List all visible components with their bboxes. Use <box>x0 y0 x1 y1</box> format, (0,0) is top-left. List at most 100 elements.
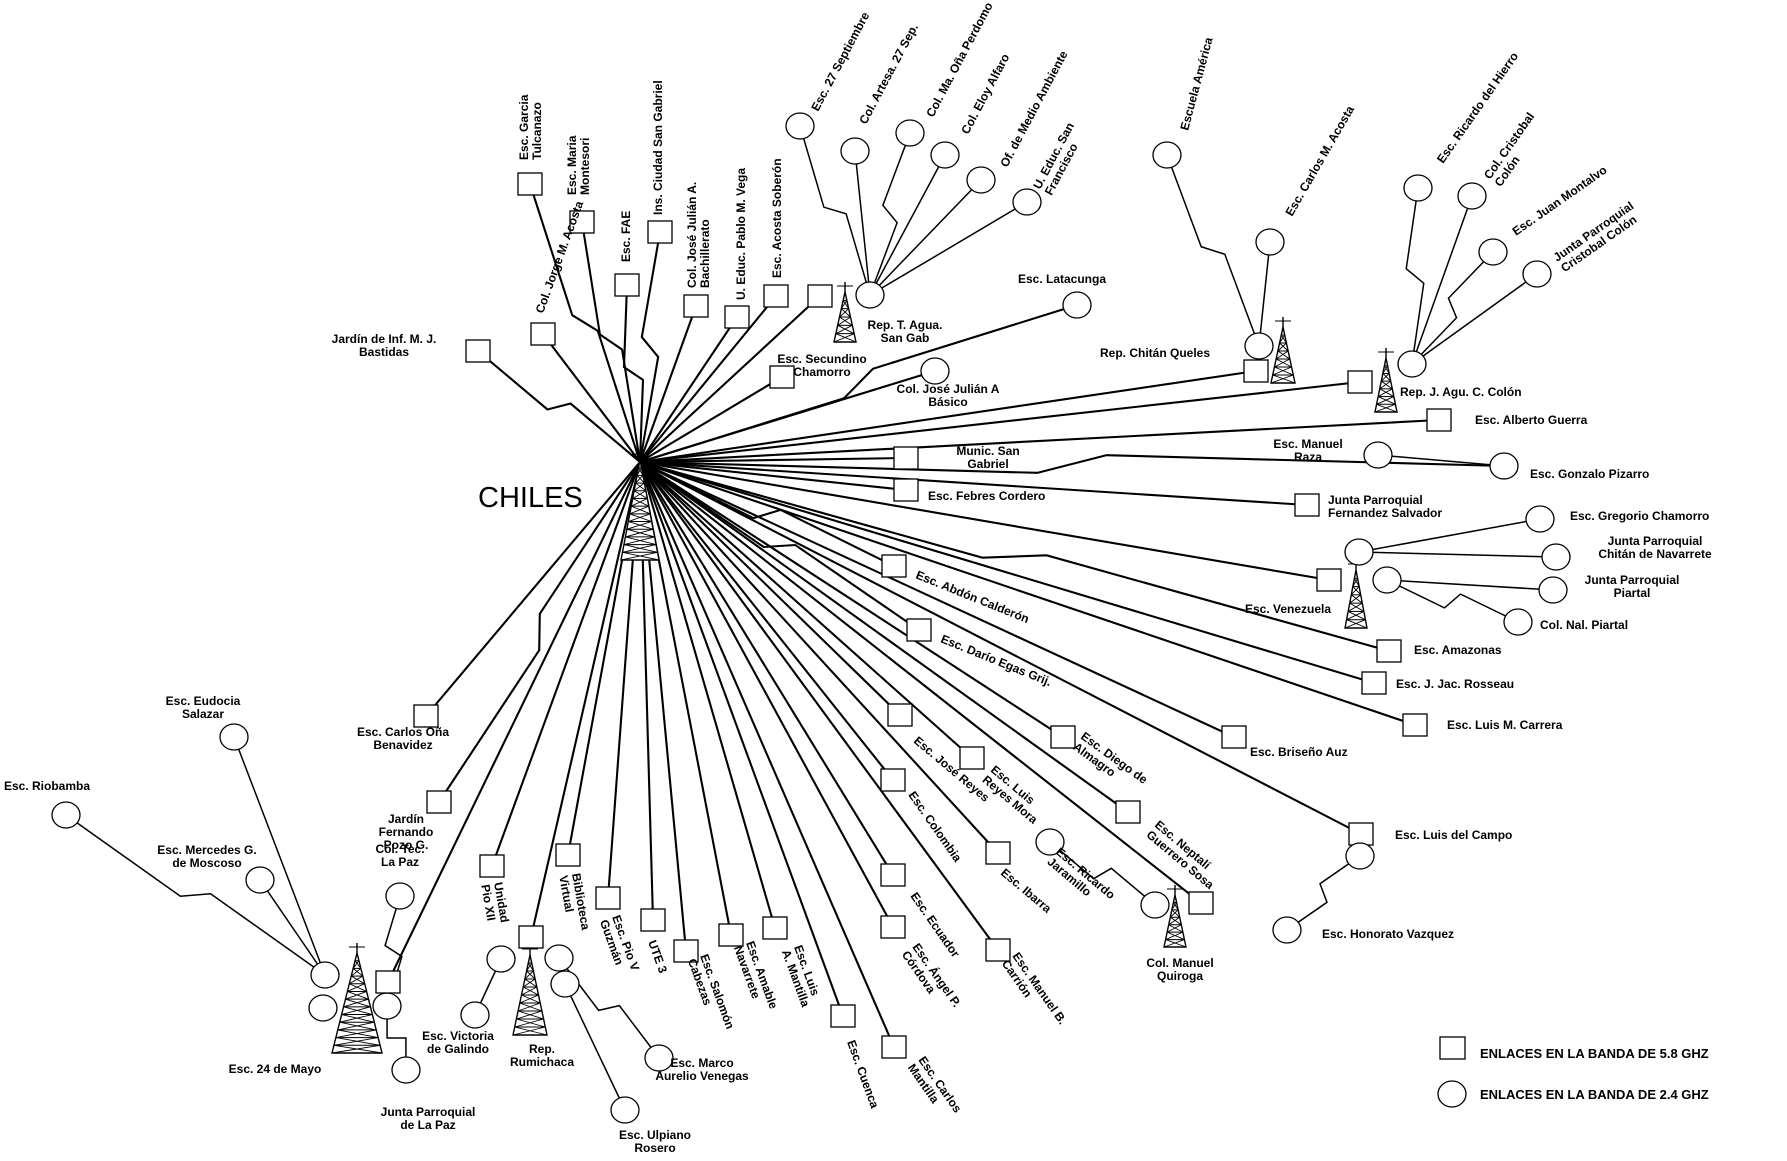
label-ibarra: Esc. Ibarra <box>998 866 1054 916</box>
nodes-layer <box>51 112 1571 1124</box>
link-chiles-pio_xii <box>491 461 641 867</box>
link-chiles-cuenca <box>639 461 844 1017</box>
node-mercedes <box>245 866 275 894</box>
link-relay-perdomo <box>869 132 911 296</box>
tower-san-gabriel <box>833 282 857 343</box>
node-relay-sg-s <box>807 284 833 308</box>
link-chiles-fae <box>622 284 645 463</box>
node-manuel-carrion <box>985 938 1011 962</box>
node-relay-lc-c <box>1345 842 1375 870</box>
node-reyes-mora <box>959 746 985 770</box>
node-relay-cc-s <box>1347 370 1373 394</box>
link-chiles-lp_s <box>387 461 641 983</box>
node-carlos-acosta <box>1255 228 1285 256</box>
label-jardin-bastidas: Jardín de Inf. M. J.Bastidas <box>332 332 437 359</box>
node-america <box>1152 141 1182 169</box>
node-ciudad-san-gabriel <box>647 220 673 244</box>
node-jp-la-paz <box>391 1056 421 1084</box>
node-alberto-guerra <box>1426 408 1452 432</box>
link-chiles-ibarra <box>639 461 999 854</box>
label-alfaro: Col. Eloy Alfaro <box>958 51 1012 136</box>
node-luis-mantilla <box>762 916 788 940</box>
link-relay-san_francisco <box>869 201 1028 296</box>
link-chiles-mq_s <box>639 461 1202 904</box>
label-biblioteca: BibliotecaVirtual <box>556 872 593 933</box>
node-acosta-soberon <box>763 284 789 308</box>
link-chiles-alberto_guerra <box>639 418 1440 464</box>
link-relay-gregorio <box>1358 518 1541 553</box>
node-rosseau <box>1361 671 1387 695</box>
hub-label: CHILES <box>478 482 583 514</box>
node-ricardo-hierro <box>1403 174 1433 202</box>
label-col-piartal: Col. Nal. Piartal <box>1540 618 1628 632</box>
link-chiles-latacunga <box>639 303 1078 464</box>
link-relay-alfaro <box>869 154 946 296</box>
link-chiles-cc_s <box>639 380 1361 464</box>
node-relay-ru-s <box>518 925 544 949</box>
label-luis-mantilla: Esc. LuisA. Mantilla <box>779 943 825 1009</box>
label-dario: Esc. Darío Egas Grij. <box>939 632 1054 689</box>
link-relay-carlos_acosta <box>1258 241 1271 347</box>
link-chiles-jardin_bastidas <box>477 350 641 463</box>
link-chiles-colombia <box>639 461 894 781</box>
label-tower-rumichaca: Rep.Rumichaca <box>510 1042 574 1069</box>
node-relay-sg-c <box>855 281 885 309</box>
label-ciudad-san-gabriel: Ins. Ciudad San Gabriel <box>651 80 665 215</box>
node-secundino <box>769 365 795 389</box>
node-victoria <box>460 1001 490 1029</box>
label-pablo-vega: U. Educ. Pablo M. Vega <box>734 168 748 300</box>
node-relay-ve-s <box>1316 568 1342 592</box>
node-cuenca <box>830 1004 856 1028</box>
node-pio-v <box>595 886 621 910</box>
node-ricardo-jaramillo <box>1035 828 1065 856</box>
node-carrera <box>1402 713 1428 737</box>
link-relay-mercedes <box>259 879 326 976</box>
legend-circle-label: ENLACES EN LA BANDA DE 2.4 GHZ <box>1480 1087 1709 1102</box>
label-tower-la-paz: Esc. 24 de Mayo <box>229 1062 322 1076</box>
link-relay-jp_piartal <box>1386 579 1554 591</box>
link-chiles-jp_fernandez <box>639 460 1308 507</box>
node-relay-lp-s <box>375 970 401 994</box>
node-ute3 <box>640 908 666 932</box>
node-abdon <box>881 554 907 578</box>
node-riobamba <box>51 801 81 829</box>
link-relay-ricardo_hierro <box>1405 187 1425 365</box>
link-chiles-maria_montesori <box>580 221 642 463</box>
link-chiles-secundino <box>639 376 783 463</box>
link-relay-riobamba <box>65 814 326 976</box>
link-relay-america <box>1166 154 1260 347</box>
label-artesa: Col. Artesa. 27 Sep. <box>856 21 921 126</box>
node-latacunga <box>1062 291 1092 319</box>
label-neptali: Esc. NeptalíGuerrero Sosa <box>1144 818 1225 892</box>
label-carlos-mantilla: Esc. CarlosMantilla <box>905 1054 965 1123</box>
towers-layer <box>331 282 1398 1054</box>
link-chiles-ve_s <box>639 460 1330 582</box>
label-garcia-tulcanazo: Esc. GarciaTulcanazo <box>517 94 544 160</box>
link-relay-ulpiano <box>564 983 626 1111</box>
label-riobamba: Esc. Riobamba <box>4 779 90 793</box>
node-neptali <box>1115 800 1141 824</box>
link-chiles-ciudad_san_gabriel <box>638 231 662 463</box>
link-relay-col_colon <box>1411 195 1473 365</box>
node-relay-cq-s <box>1243 359 1269 383</box>
label-amazonas: Esc. Amazonas <box>1414 643 1502 657</box>
link-chiles-pablo_vega <box>639 316 738 463</box>
tower-la-paz <box>331 943 383 1054</box>
node-sep27 <box>785 112 815 140</box>
legend-circle-symbol <box>1437 1080 1467 1108</box>
link-relay-sep27 <box>799 125 871 296</box>
node-gregorio <box>1525 505 1555 533</box>
node-julian-bach <box>683 294 709 318</box>
label-rosseau: Esc. J. Jac. Rosseau <box>1396 677 1514 691</box>
node-amazonas <box>1376 639 1402 663</box>
link-chiles-carlos_mantilla <box>639 461 895 1048</box>
label-gregorio: Esc. Gregorio Chamorro <box>1570 509 1709 523</box>
